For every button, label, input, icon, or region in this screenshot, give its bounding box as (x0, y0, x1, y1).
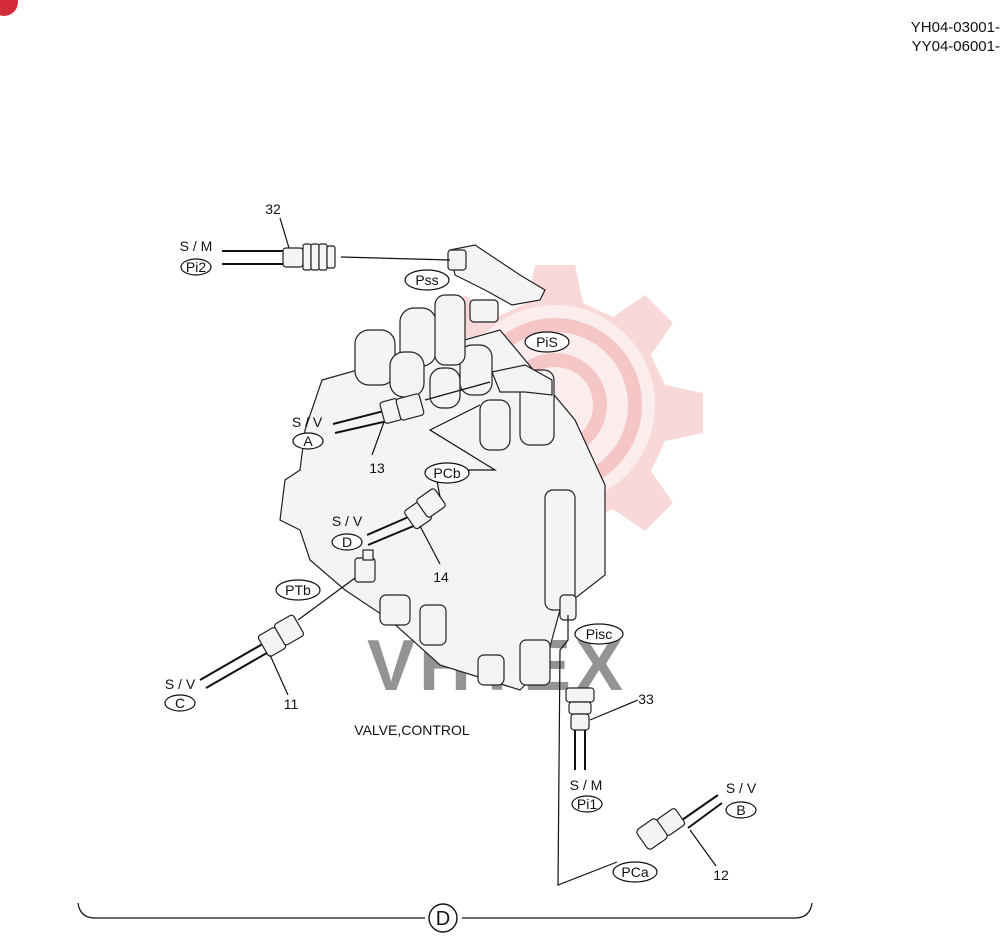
part-number-14: 14 (433, 569, 449, 585)
conn-label-32: S / M (180, 238, 213, 254)
conn-code-14: D (331, 533, 363, 551)
diagram-title: VALVE,CONTROL (354, 722, 470, 738)
port-label-pcb: PCb (424, 462, 470, 484)
svg-text:Pi1: Pi1 (577, 796, 597, 812)
svg-text:C: C (175, 695, 185, 711)
hose-11 (199, 577, 356, 696)
hose-13 (332, 381, 491, 456)
port-label-ptb: PTb (275, 579, 321, 601)
svg-text:PCa: PCa (621, 864, 648, 880)
hose-12 (636, 794, 723, 867)
corner-badge-icon (0, 0, 18, 16)
control-valve-body (279, 244, 606, 691)
conn-label-12: S / V (726, 780, 757, 796)
part-number-32: 32 (265, 201, 281, 217)
svg-text:A: A (303, 433, 313, 449)
hose-32 (222, 217, 451, 271)
section-mark-circle (428, 903, 458, 933)
svg-text:Pisc: Pisc (586, 626, 612, 642)
port-label-pisc: Pisc (574, 623, 624, 645)
part-number-33: 33 (638, 691, 654, 707)
conn-label-11: S / V (165, 676, 196, 692)
svg-text:PTb: PTb (285, 582, 311, 598)
svg-text:B: B (736, 802, 745, 818)
part-number-12: 12 (713, 867, 729, 883)
port-label-pis: PiS (524, 331, 570, 353)
svg-text:Pi2: Pi2 (186, 259, 206, 275)
hose-14 (366, 404, 498, 565)
section-mark: D (436, 908, 450, 930)
conn-code-13: A (292, 432, 324, 450)
svg-text:PCb: PCb (433, 465, 460, 481)
conn-label-13: S / V (292, 414, 323, 430)
svg-text:PiS: PiS (536, 334, 558, 350)
port-label-pca: PCa (612, 861, 658, 883)
bracket-left (77, 902, 425, 919)
serial-number-1: YH04-03001- (911, 19, 1000, 36)
conn-code-33: Pi1 (571, 795, 603, 813)
conn-code-12: B (725, 801, 757, 819)
hose-33 (557, 615, 639, 886)
serial-number-2: YY04-06001- (912, 38, 1000, 55)
conn-label-33: S / M (570, 777, 603, 793)
conn-code-32: Pi2 (180, 258, 212, 276)
bracket-right (462, 902, 813, 919)
part-number-11: 11 (284, 696, 299, 712)
svg-text:D: D (342, 534, 352, 550)
conn-code-11: C (164, 694, 196, 712)
port-label-pss: Pss (404, 269, 450, 291)
part-number-13: 13 (369, 460, 385, 476)
conn-label-14: S / V (332, 513, 363, 529)
svg-text:Pss: Pss (415, 272, 438, 288)
